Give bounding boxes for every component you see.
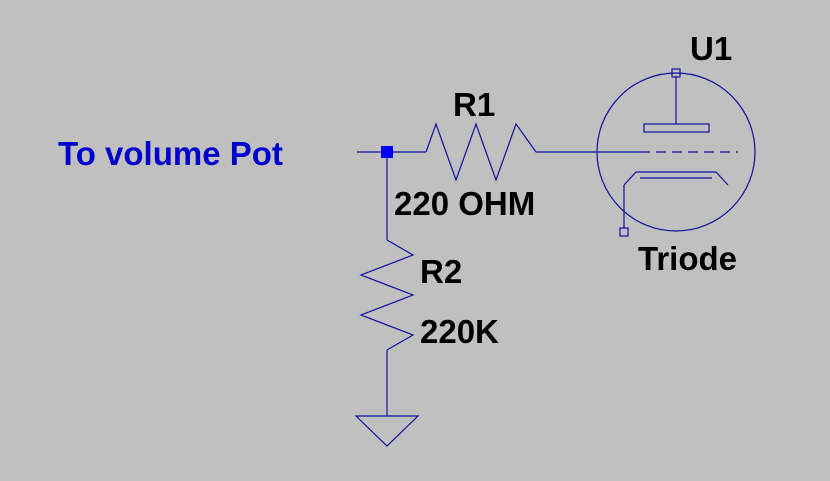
cathode-element (623, 171, 729, 188)
r2-ref-label: R2 (420, 253, 462, 290)
ground-icon (354, 415, 420, 447)
triode-u1[interactable] (596, 68, 756, 237)
r1-value-label: 220 OHM (394, 185, 535, 222)
r2-value-label: 220K (420, 313, 499, 350)
net-label-volume-pot: To volume Pot (58, 135, 283, 172)
resistor-icon (359, 239, 415, 351)
resistor-r1[interactable] (425, 122, 537, 182)
plate-pin[interactable] (671, 68, 681, 78)
triode-icon (596, 72, 756, 232)
resistor-r2[interactable] (359, 239, 415, 351)
u1-value-label: Triode (638, 240, 737, 277)
resistor-icon (425, 122, 537, 182)
cathode-pin[interactable] (619, 227, 629, 237)
junction-node[interactable] (381, 146, 393, 158)
r1-ref-label: R1 (453, 86, 495, 123)
u1-ref-label: U1 (690, 30, 732, 67)
plate-element (643, 123, 710, 133)
